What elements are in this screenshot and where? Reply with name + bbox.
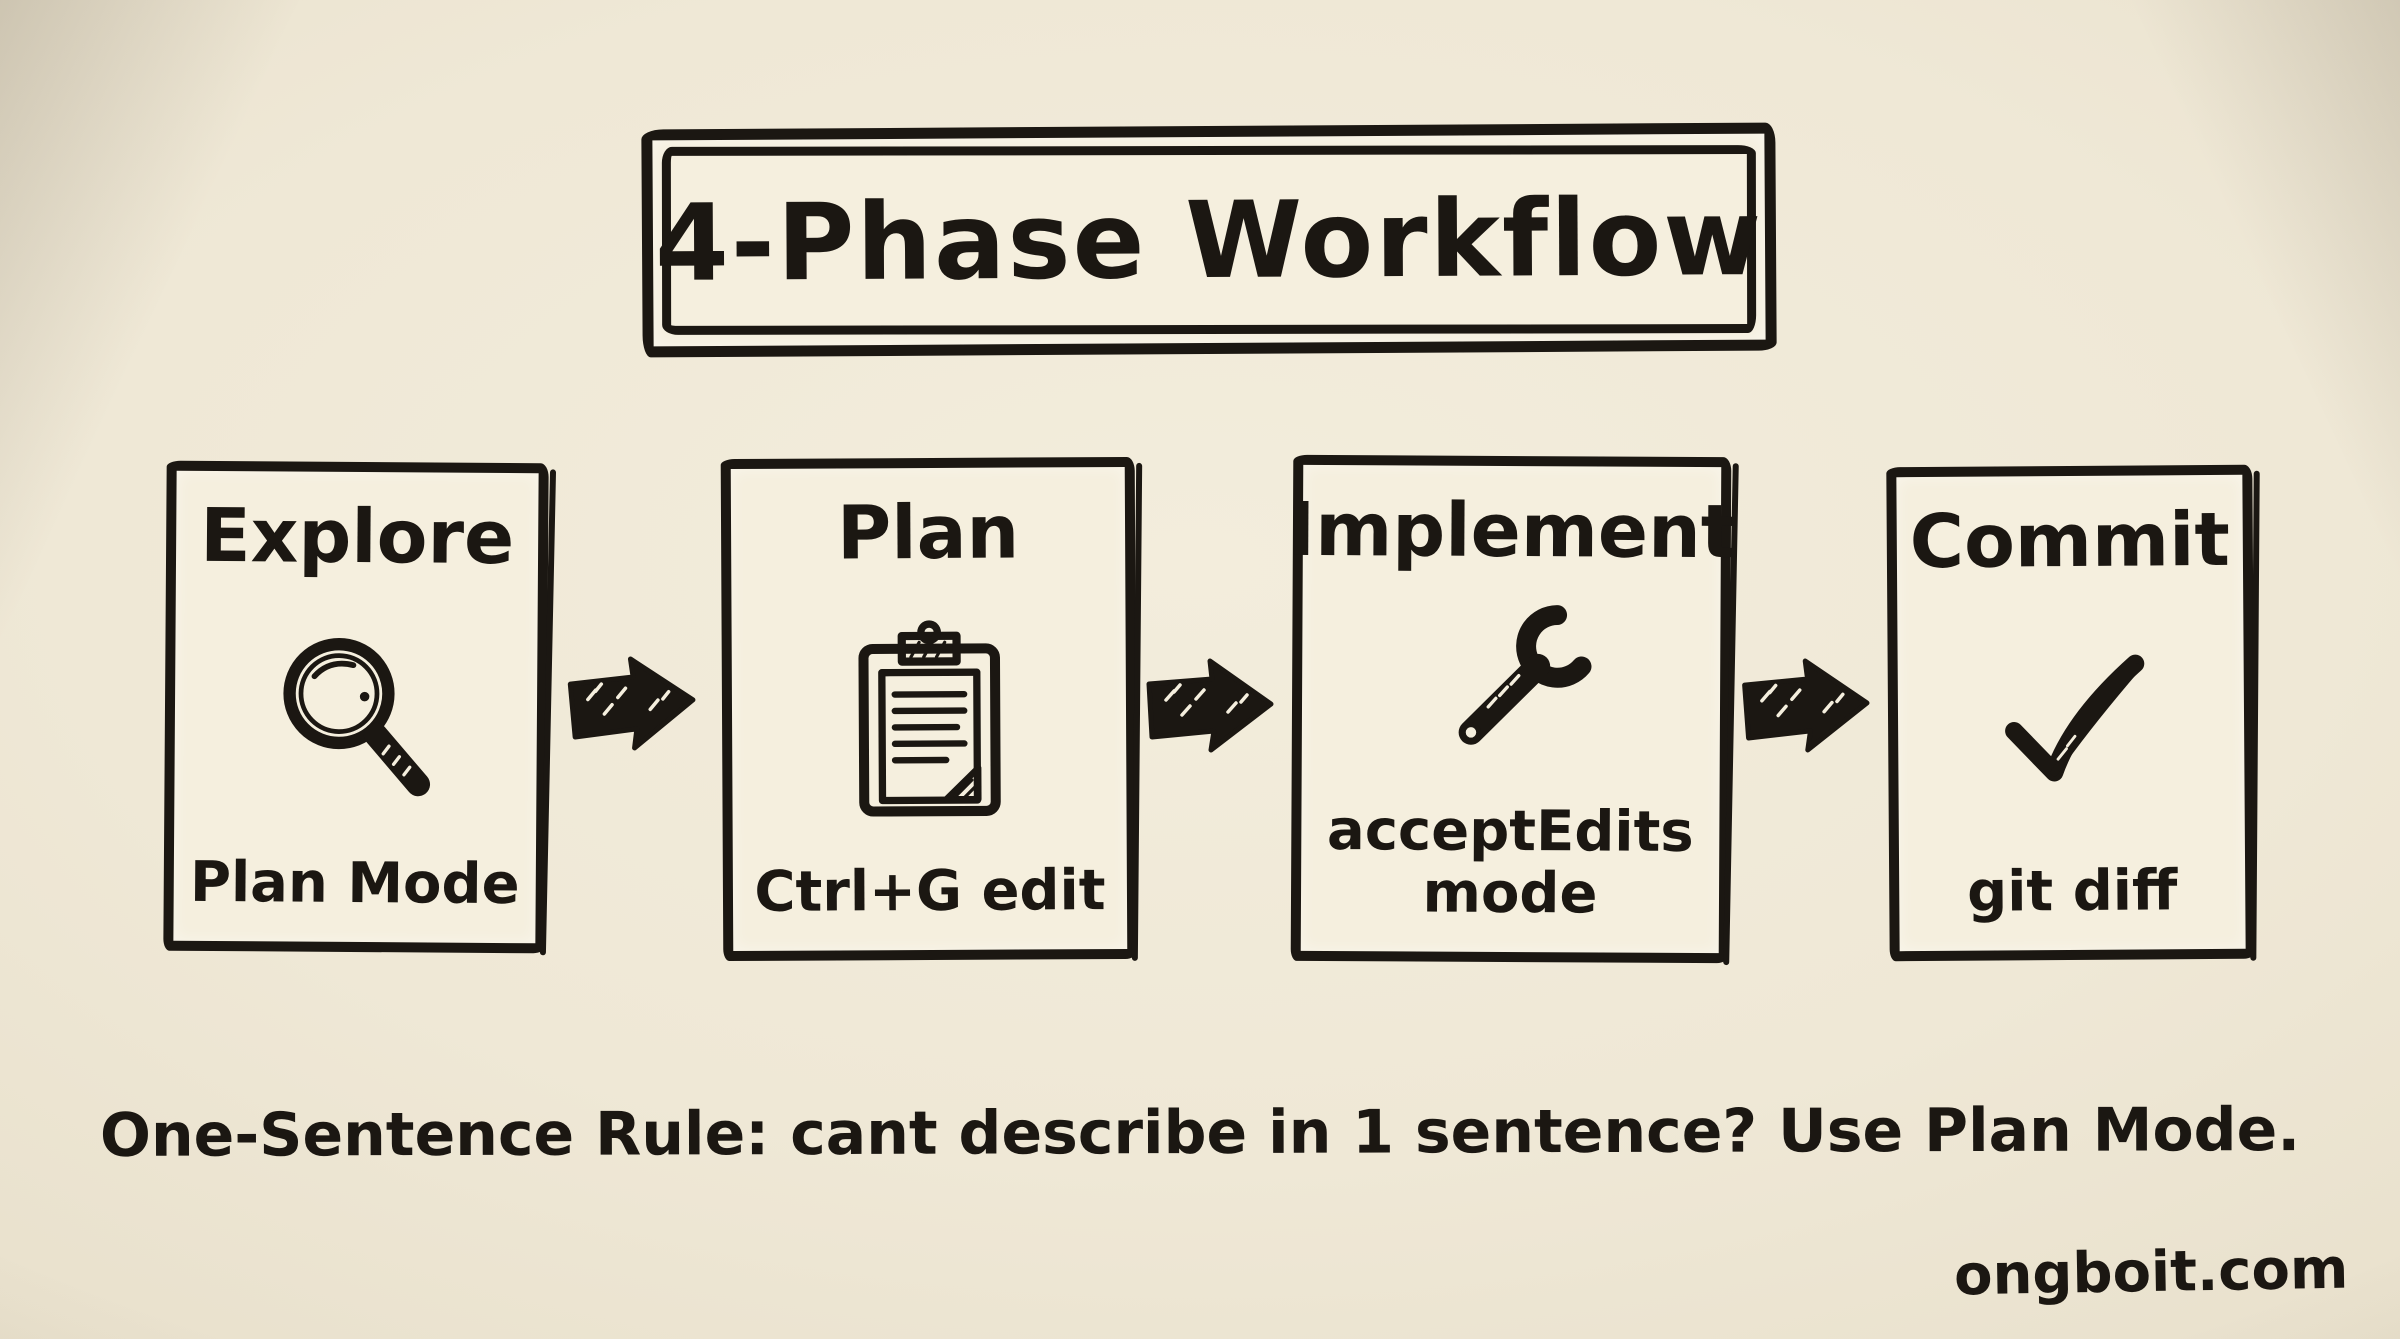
page-title: 4-Phase Workflow — [654, 175, 1764, 305]
phase-name: Plan — [836, 489, 1020, 577]
phase-box-explore: Explore Plan Mode — [163, 460, 549, 954]
phase-box-commit: Commit git diff — [1886, 464, 2256, 962]
phase-name: Commit — [1909, 496, 2231, 586]
arrow-right-icon — [1146, 658, 1274, 753]
phase-box-implement: Implement acceptEdits mode — [1287, 454, 1736, 964]
icon-wrap — [260, 579, 452, 854]
phase-detail: acceptEdits mode — [1326, 797, 1694, 927]
arrow-right-icon — [567, 656, 696, 751]
title-box-inner-border: 4-Phase Workflow — [655, 145, 1763, 335]
phase-detail: Ctrl+G edit — [754, 858, 1106, 926]
magnifying-glass-icon — [283, 638, 431, 797]
clipboard-icon — [857, 620, 1001, 817]
phase-name: Explore — [199, 492, 515, 582]
one-sentence-rule-text: One-Sentence Rule: cant describe in 1 se… — [99, 1095, 2301, 1171]
watermark-url: ongboit.com — [1953, 1236, 2349, 1309]
title-box: 4-Phase Workflow — [641, 122, 1777, 358]
phase-box-plan: Plan Ctrl+G edit — [720, 456, 1138, 962]
phase-name: Implement — [1287, 486, 1737, 576]
icon-wrap — [1416, 574, 1607, 802]
checkmark-icon — [2005, 654, 2145, 782]
arrow-right-icon — [1742, 658, 1870, 753]
icon-wrap — [836, 576, 1022, 862]
phase-detail: git diff — [1966, 858, 2178, 926]
phase-detail: Plan Mode — [189, 850, 520, 918]
wrench-icon — [1458, 605, 1592, 746]
icon-wrap — [1970, 583, 2172, 862]
